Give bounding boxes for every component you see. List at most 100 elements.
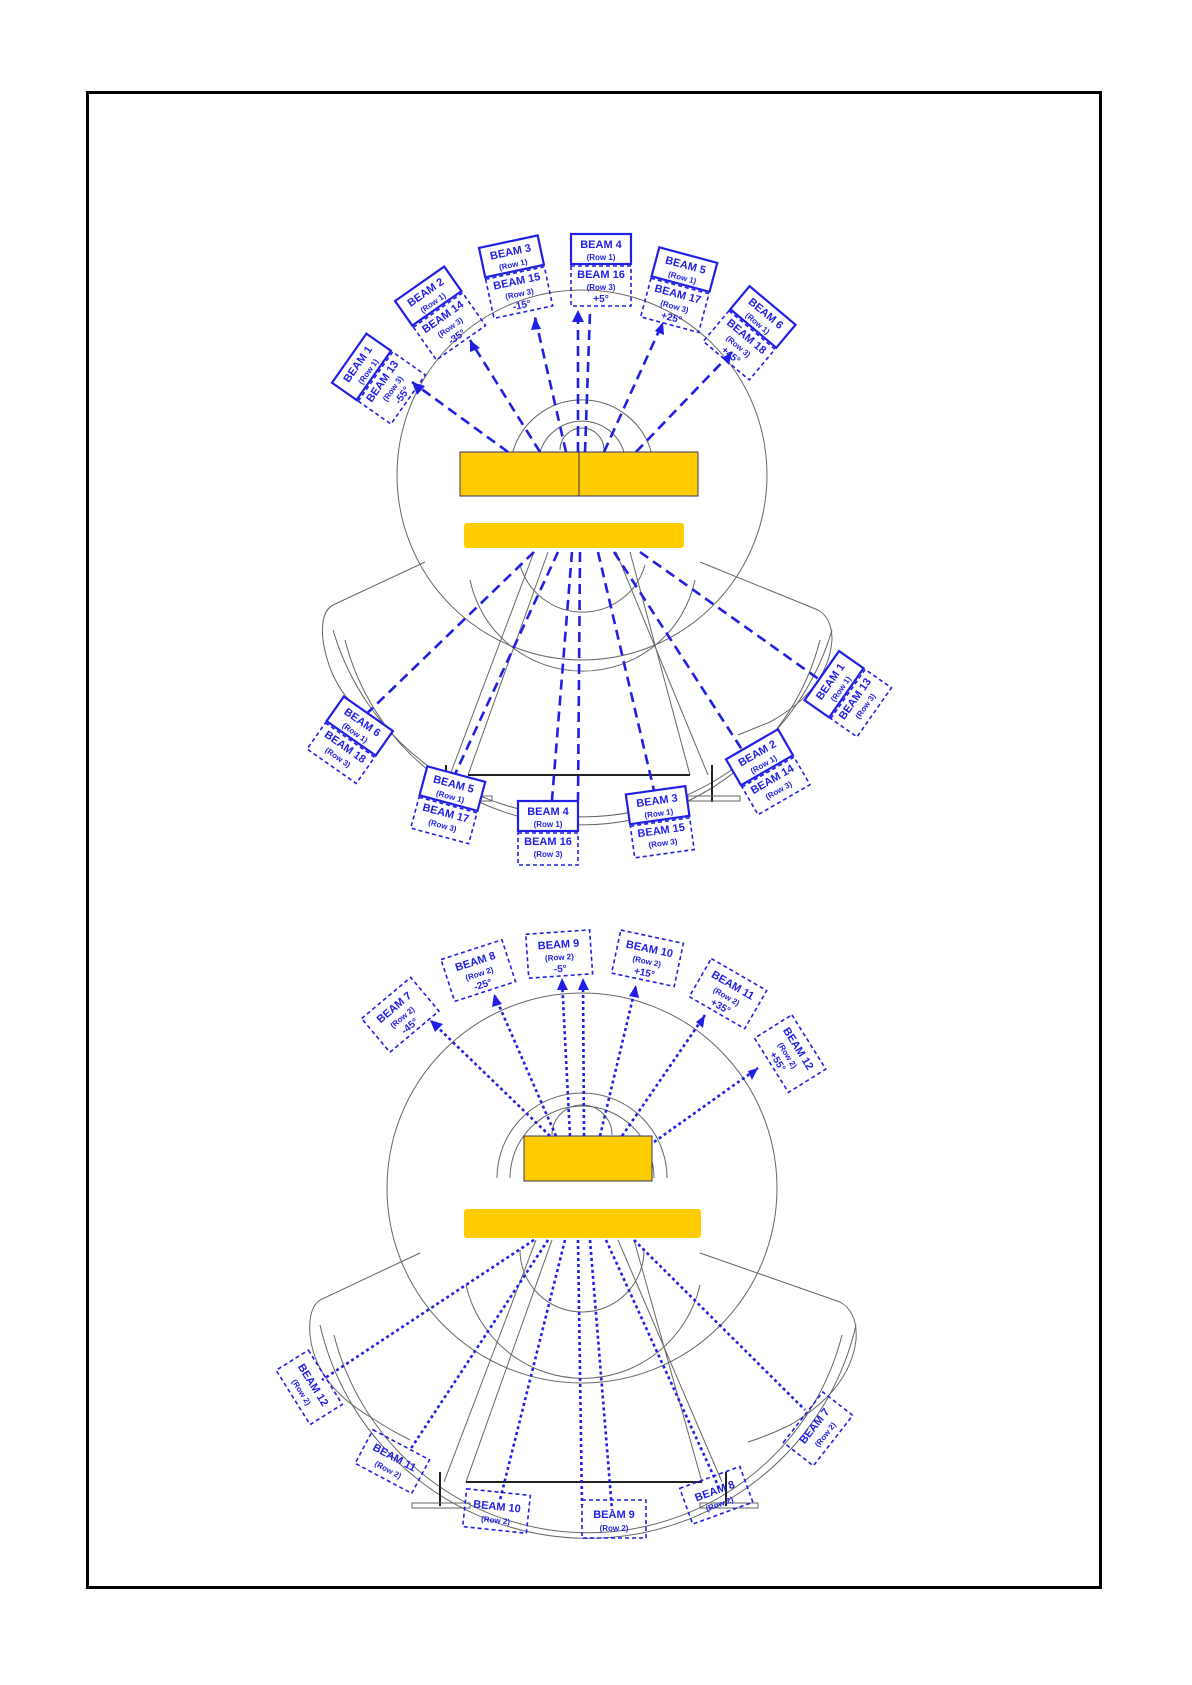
bottom-foot-right xyxy=(699,1502,759,1509)
arrowhead xyxy=(748,1068,758,1080)
bottom-diagram: BEAM 7 (Row 2) -45° BEAM 8 (Row 2) -25° … xyxy=(275,928,857,1539)
beam-row-2: (Row 3) xyxy=(534,850,563,859)
top-rear-labels: BEAM 6 (Row 1) BEAM 18 (Row 3) BEAM 5 (R… xyxy=(305,649,893,866)
label-rear-beam-10: BEAM 10 (Row 2) xyxy=(461,1487,532,1535)
bottom-inner-arc-3 xyxy=(551,1104,613,1136)
label-rear-beam-9: BEAM 9 (Row 2) xyxy=(581,1499,647,1539)
beam-line xyxy=(581,979,586,1137)
label-rear-beam-5-17: BEAM 5 (Row 1) BEAM 17 (Row 3) xyxy=(409,764,487,845)
bottom-sector-arc-inner xyxy=(333,1334,843,1534)
arrowhead xyxy=(655,322,664,335)
bottom-inner-arc xyxy=(496,1092,668,1179)
beam-row: (Row 2) xyxy=(545,952,575,963)
beam-line xyxy=(635,351,733,453)
top-machine-outline xyxy=(322,289,833,826)
top-forward-beams xyxy=(411,310,733,454)
beam-line xyxy=(321,1238,535,1382)
label-rear-beam-7: BEAM 7 (Row 2) xyxy=(782,1390,854,1467)
beam-line xyxy=(411,380,509,454)
beam-row-2: (Row 3) xyxy=(587,283,616,292)
label-beam-1-13: BEAM 1 (Row 1) BEAM 13 (Row 3) -55° xyxy=(330,332,427,426)
beam-line xyxy=(429,1019,551,1137)
top-inner-arc-2 xyxy=(539,420,625,453)
top-sector-arc-small xyxy=(519,564,646,613)
label-box-solid xyxy=(724,727,795,787)
beam-line xyxy=(492,993,558,1137)
beam-line xyxy=(550,551,574,801)
label-beam-12: BEAM 12 (Row 2) +55° xyxy=(753,1013,827,1094)
beam-line xyxy=(598,984,638,1137)
bottom-sector-arc-small xyxy=(519,1249,645,1313)
label-box-solid xyxy=(477,234,546,279)
label-box-solid xyxy=(728,284,798,350)
beam-angle: +25° xyxy=(660,310,683,326)
beam-line xyxy=(498,1239,567,1501)
beam-line xyxy=(354,551,535,726)
arrowhead xyxy=(492,994,502,1007)
beam-line xyxy=(620,1014,707,1137)
label-rear-beam-6-18: BEAM 6 (Row 1) BEAM 18 (Row 3) xyxy=(305,695,395,785)
beam-angle: +15° xyxy=(633,966,656,981)
label-box-solid xyxy=(650,245,719,294)
top-sector-arc-mid xyxy=(469,579,696,672)
beam-line xyxy=(408,1239,550,1451)
top-inner-arc xyxy=(511,399,653,456)
beam-name-2: BEAM 16 xyxy=(577,269,625,281)
label-rear-beam-4-16: BEAM 4 (Row 1) BEAM 16 (Row 3) xyxy=(516,799,580,866)
beam-line xyxy=(588,1239,614,1511)
beam-name: BEAM 9 xyxy=(537,938,579,953)
beam-row: (Row 1) xyxy=(587,253,616,262)
beam-line xyxy=(576,1239,584,1506)
label-box-solid xyxy=(393,265,463,328)
label-beam-8: BEAM 8 (Row 2) -25° xyxy=(440,938,517,1003)
beam-row-2: (Row 3) xyxy=(648,837,678,850)
label-beam-4-16: BEAM 4 (Row 1) BEAM 16 (Row 3) +5° xyxy=(569,232,633,307)
arrowhead xyxy=(578,978,589,990)
label-rear-beam-12: BEAM 12 (Row 2) xyxy=(275,1349,344,1426)
top-rail xyxy=(464,523,684,548)
top-forward-labels: BEAM 1 (Row 1) BEAM 13 (Row 3) -55° BEAM… xyxy=(330,232,798,426)
label-box-dashed xyxy=(570,265,632,307)
arrowhead xyxy=(557,978,568,990)
label-box-solid xyxy=(418,764,487,813)
label-box-dashed xyxy=(629,816,696,859)
page-border xyxy=(86,91,1102,1589)
beam-line xyxy=(576,551,582,801)
beam-line xyxy=(468,339,542,453)
label-box-dashed xyxy=(702,309,777,382)
beam-line xyxy=(604,1239,722,1491)
bottom-a-frame xyxy=(443,1239,723,1483)
label-rear-beam-11: BEAM 11 (Row 2) xyxy=(354,1428,431,1495)
beam-name-2: BEAM 16 xyxy=(524,836,572,848)
top-diagram: BEAM 1 (Row 1) BEAM 13 (Row 3) -55° BEAM… xyxy=(305,232,893,866)
label-box-dashed xyxy=(740,755,812,816)
beam-line xyxy=(633,1239,806,1411)
beam-angle: -15° xyxy=(512,298,532,313)
label-box-solid xyxy=(516,799,580,833)
beam-line xyxy=(560,979,572,1137)
label-box-dashed xyxy=(581,1499,647,1539)
beam-name: BEAM 9 xyxy=(593,1509,635,1521)
label-box-solid xyxy=(325,695,395,758)
bottom-carriage xyxy=(523,1135,653,1182)
label-box-solid xyxy=(624,784,691,826)
beam-name: BEAM 10 xyxy=(473,1499,522,1516)
arrowhead xyxy=(430,1020,443,1032)
top-inner-arc-3 xyxy=(559,427,605,451)
bottom-forward-beams xyxy=(429,978,759,1144)
label-box-solid xyxy=(803,649,866,719)
beam-line xyxy=(583,311,592,453)
arrowhead xyxy=(470,340,480,352)
beam-row: (Row 1) xyxy=(534,820,563,829)
label-beam-5-17: BEAM 5 (Row 1) BEAM 17 (Row 3) +25° xyxy=(639,245,719,334)
label-beam-9: BEAM 9 (Row 2) -5° xyxy=(524,928,594,980)
label-rear-beam-8: BEAM 8 (Row 2) xyxy=(678,1465,754,1526)
label-box-dashed xyxy=(354,1428,431,1495)
bottom-rail xyxy=(464,1209,701,1238)
beam-line xyxy=(448,551,560,786)
arrowhead xyxy=(412,382,425,395)
label-beam-10: BEAM 10 (Row 2) +15° xyxy=(610,929,685,988)
bottom-sector-arc-mid xyxy=(465,1284,701,1379)
label-box-dashed xyxy=(678,1465,754,1526)
beam-row: (Row 2) xyxy=(481,1514,511,1526)
